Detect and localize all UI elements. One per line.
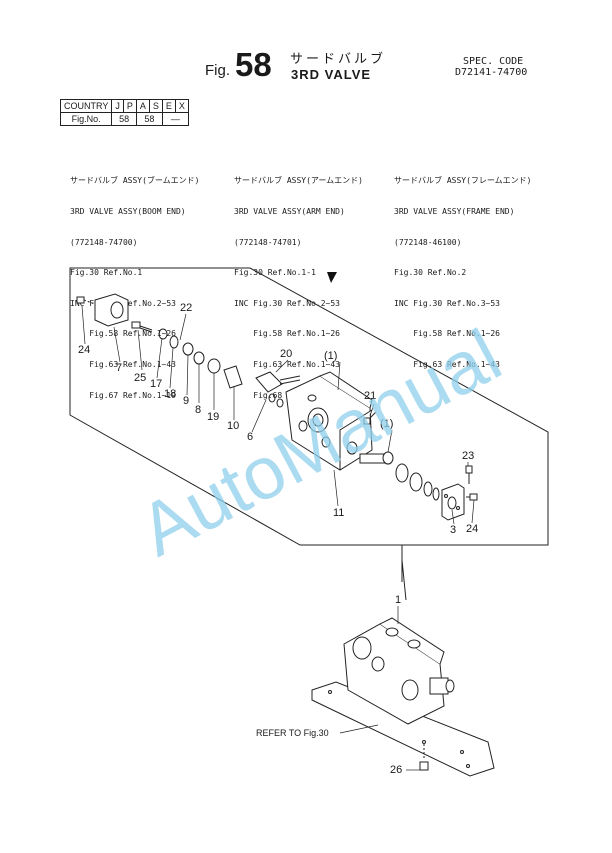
assy-line: INC Fig.30 Ref.No.3~53 xyxy=(394,298,500,308)
callout-25: 25 xyxy=(134,372,147,384)
callout-11: 11 xyxy=(333,507,345,519)
assy-line: Fig.30 Ref.No.1-1 xyxy=(234,268,316,278)
assy-line: (772148-74700) xyxy=(70,237,138,247)
arrow-marker xyxy=(327,272,337,283)
fig-prefix: Fig. xyxy=(205,62,231,79)
o-rings-right xyxy=(395,463,440,501)
assy-line: Fig.30 Ref.No.1 xyxy=(70,268,143,278)
valve-body xyxy=(285,371,394,471)
assembly-frame-end: サードバルブ ASSY(フレームエンド) 3RD VALVE ASSY(FRAM… xyxy=(394,156,531,380)
assy-line: 3RD VALVE ASSY(ARM END) xyxy=(234,207,345,216)
flange-7 xyxy=(94,293,129,327)
assy-line: Fig.63 Ref.No.1~43 xyxy=(234,359,340,369)
callout-6: 6 xyxy=(247,431,254,443)
fig-no-jp: 58 xyxy=(111,112,137,126)
title-japanese: サードバルブ xyxy=(290,52,387,67)
leader-line xyxy=(401,559,407,601)
assy-line: Fig.67 Ref.No.1~19 xyxy=(70,390,176,400)
callout-10: 10 xyxy=(227,420,240,432)
bolt-23 xyxy=(465,465,473,484)
callout-8: 8 xyxy=(195,404,202,416)
callout-18: 18 xyxy=(164,388,177,400)
refer-to-fig-label: REFER TO Fig.30 xyxy=(256,728,329,738)
refer-leader xyxy=(339,724,379,734)
assy-line: サードバルブ ASSY(アームエンド) xyxy=(234,176,363,186)
bracket-plate xyxy=(311,681,495,777)
callout-24-right: 24 xyxy=(466,523,479,535)
assy-line: Fig.63 Ref.No.1~43 xyxy=(70,359,176,369)
assy-line: サードバルブ ASSY(フレームエンド) xyxy=(394,176,532,186)
callout-1-right: (1) xyxy=(380,418,394,430)
callout-9: 9 xyxy=(183,395,190,407)
fig-no-header: Fig.No. xyxy=(59,112,113,126)
screw-21 xyxy=(363,411,377,425)
assembly-boom-end: サードバルブ ASSY(ブームエンド) 3RD VALVE ASSY(BOOM … xyxy=(70,156,199,411)
figure-number: 58 xyxy=(235,46,272,83)
callout-17: 17 xyxy=(150,378,163,390)
callout-21: 21 xyxy=(364,390,377,402)
seal-rings xyxy=(158,328,301,408)
spec-code-label: SPEC. CODE xyxy=(463,56,524,67)
assy-line: Fig.58 Ref.No.1~26 xyxy=(394,329,500,339)
callout-26: 26 xyxy=(390,764,403,776)
assy-line: Fig.30 Ref.No.2 xyxy=(394,268,467,278)
assy-line: Fig.58 Ref.No.1~26 xyxy=(234,329,340,339)
fig-no-row: Fig.No. 58 58 — xyxy=(59,112,189,126)
country-table: COUNTRY J P A S E X Fig.No. 58 58 — xyxy=(59,99,189,126)
callout-19: 19 xyxy=(207,411,220,423)
assy-line: 3RD VALVE ASSY(FRAME END) xyxy=(394,207,515,216)
callout-1-top: (1) xyxy=(324,350,338,362)
assy-line: サードバルブ ASSY(ブームエンド) xyxy=(70,176,200,186)
bolt-24 xyxy=(76,296,101,307)
callout-1-bottom: 1 xyxy=(395,594,402,606)
bolt-25 xyxy=(131,321,153,333)
callout-23: 23 xyxy=(462,450,475,462)
callout-7: 7 xyxy=(116,362,123,374)
cover-3 xyxy=(441,483,465,521)
callout-3: 3 xyxy=(450,524,457,536)
bolt-26 xyxy=(406,744,429,771)
assy-line: Fig.63 Ref.No.1~43 xyxy=(394,359,500,369)
bolt-24-right xyxy=(466,493,478,501)
assy-line: (772148-46100) xyxy=(394,237,462,247)
title-english: 3RD VALVE xyxy=(291,67,372,82)
assy-line: 3RD VALVE ASSY(BOOM END) xyxy=(70,207,186,216)
fig-no-ex: — xyxy=(161,112,189,126)
callout-22: 22 xyxy=(180,302,193,314)
assy-line: Fig.58 Ref.No.1~26 xyxy=(70,329,176,339)
assy-line: (772148-74701) xyxy=(234,237,302,247)
callout-20: 20 xyxy=(280,348,293,360)
spec-code-value: D72141-74700 xyxy=(455,67,528,78)
callout-24: 24 xyxy=(78,344,91,356)
callout-leaders xyxy=(81,305,475,525)
assembled-valve xyxy=(343,617,455,725)
